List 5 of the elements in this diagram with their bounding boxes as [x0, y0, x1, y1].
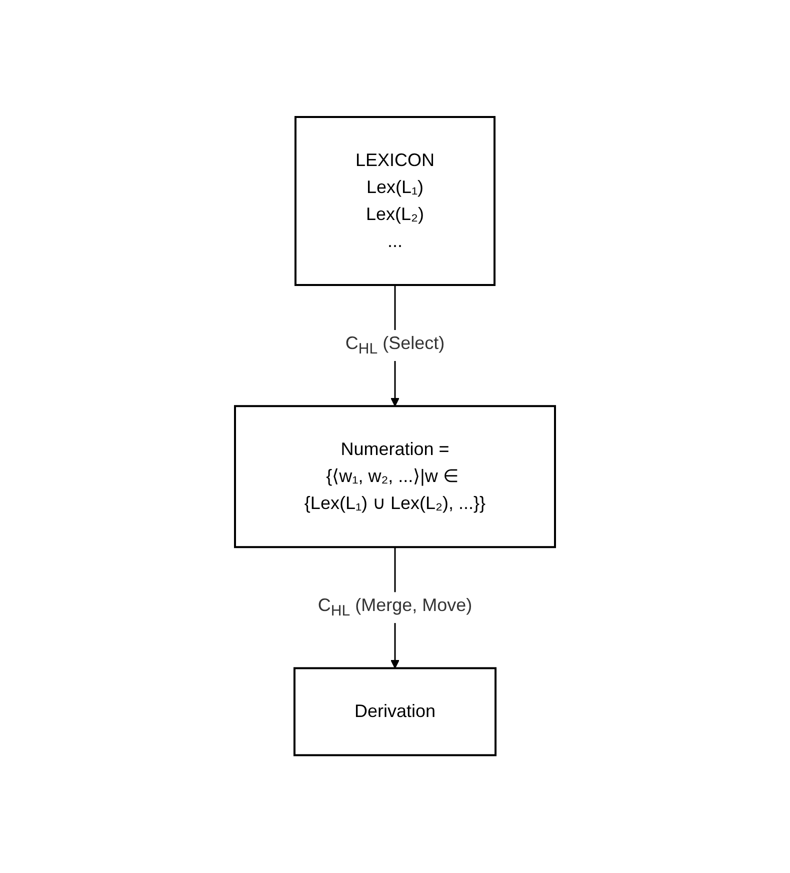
- edge-label: C$_{HL}$ (Merge, Move): [318, 592, 472, 624]
- process-box: Numeration = {⟨w₁, w₂, ...⟩|w ∈ {Lex(L₁) ∪ Lex(L₂), ...}}: [234, 406, 556, 548]
- edge-label: C$_{HL}$ (Select): [345, 330, 445, 362]
- process-box: Derivation: [293, 668, 497, 757]
- process-box: LEXICON Lex(L₁) Lex(L₂) ...: [294, 116, 496, 286]
